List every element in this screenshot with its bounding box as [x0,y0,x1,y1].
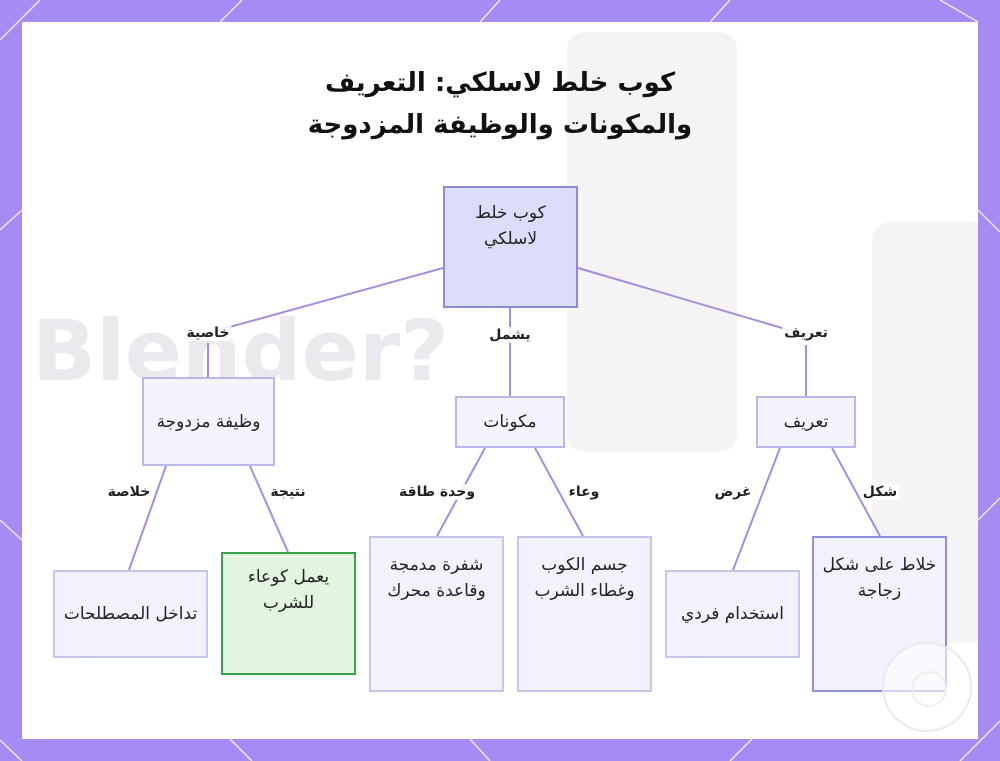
node-root-label: كوب خلط لاسلكي [475,203,546,249]
node-definition-label: تعريف [783,412,829,432]
node-summary-leaf: تداخل المصطلحات [53,570,208,658]
edge-root-dual [207,267,444,334]
node-dual-function-label: وظيفة مزدوجة [156,411,261,432]
edge-label-container: وعاء [566,484,602,500]
diagram-title: كوب خلط لاسلكي: التعريف والمكونات والوظي… [22,62,978,146]
node-definition: تعريف [756,396,856,448]
node-purpose-leaf: استخدام فردي [665,570,800,658]
node-components: مكونات [455,396,565,448]
edge-label-includes: يشمل [487,327,533,343]
background-cup-shape [567,32,737,452]
edge-dual-result [249,465,289,553]
edge-dual-summary [128,465,167,571]
node-components-label: مكونات [483,412,537,432]
node-dual-function: وظيفة مزدوجة [142,377,275,466]
edge-root-definition [577,267,807,336]
node-shape-leaf-label: خلاط على شكل زجاجة [822,555,937,601]
title-line-1: كوب خلط لاسلكي: التعريف [324,68,676,98]
edge-label-purpose: غرض [712,484,754,500]
node-result-leaf-label: يعمل كوعاء للشرب [247,567,330,613]
node-container-leaf-label: جسم الكوب وغطاء الشرب [534,555,635,601]
edge-label-summary: خلاصة [105,484,153,500]
node-root: كوب خلط لاسلكي [443,186,578,308]
watermark-badge [882,642,972,732]
node-purpose-leaf-label: استخدام فردي [680,604,785,624]
node-summary-leaf-label: تداخل المصطلحات [63,604,198,624]
node-power-leaf-label: شفرة مدمجة وقاعدة محرك [387,555,486,601]
node-container-leaf: جسم الكوب وغطاء الشرب [517,536,652,692]
node-result-leaf: يعمل كوعاء للشرب [221,552,356,675]
edge-label-definition: تعريف [782,325,830,341]
node-power-leaf: شفرة مدمجة وقاعدة محرك [369,536,504,692]
watermark-badge-inner [911,671,947,707]
edge-label-shape: شكل [860,484,900,500]
edge-label-result: نتيجة [268,484,308,500]
edge-definition-shape [831,447,881,537]
edge-label-property: خاصية [184,325,232,341]
edge-definition-purpose [732,447,781,571]
edge-components-container [534,447,584,537]
edge-label-power-unit: وحدة طاقة [396,484,478,500]
title-line-2: والمكونات والوظيفة المزدوجة [307,110,693,140]
